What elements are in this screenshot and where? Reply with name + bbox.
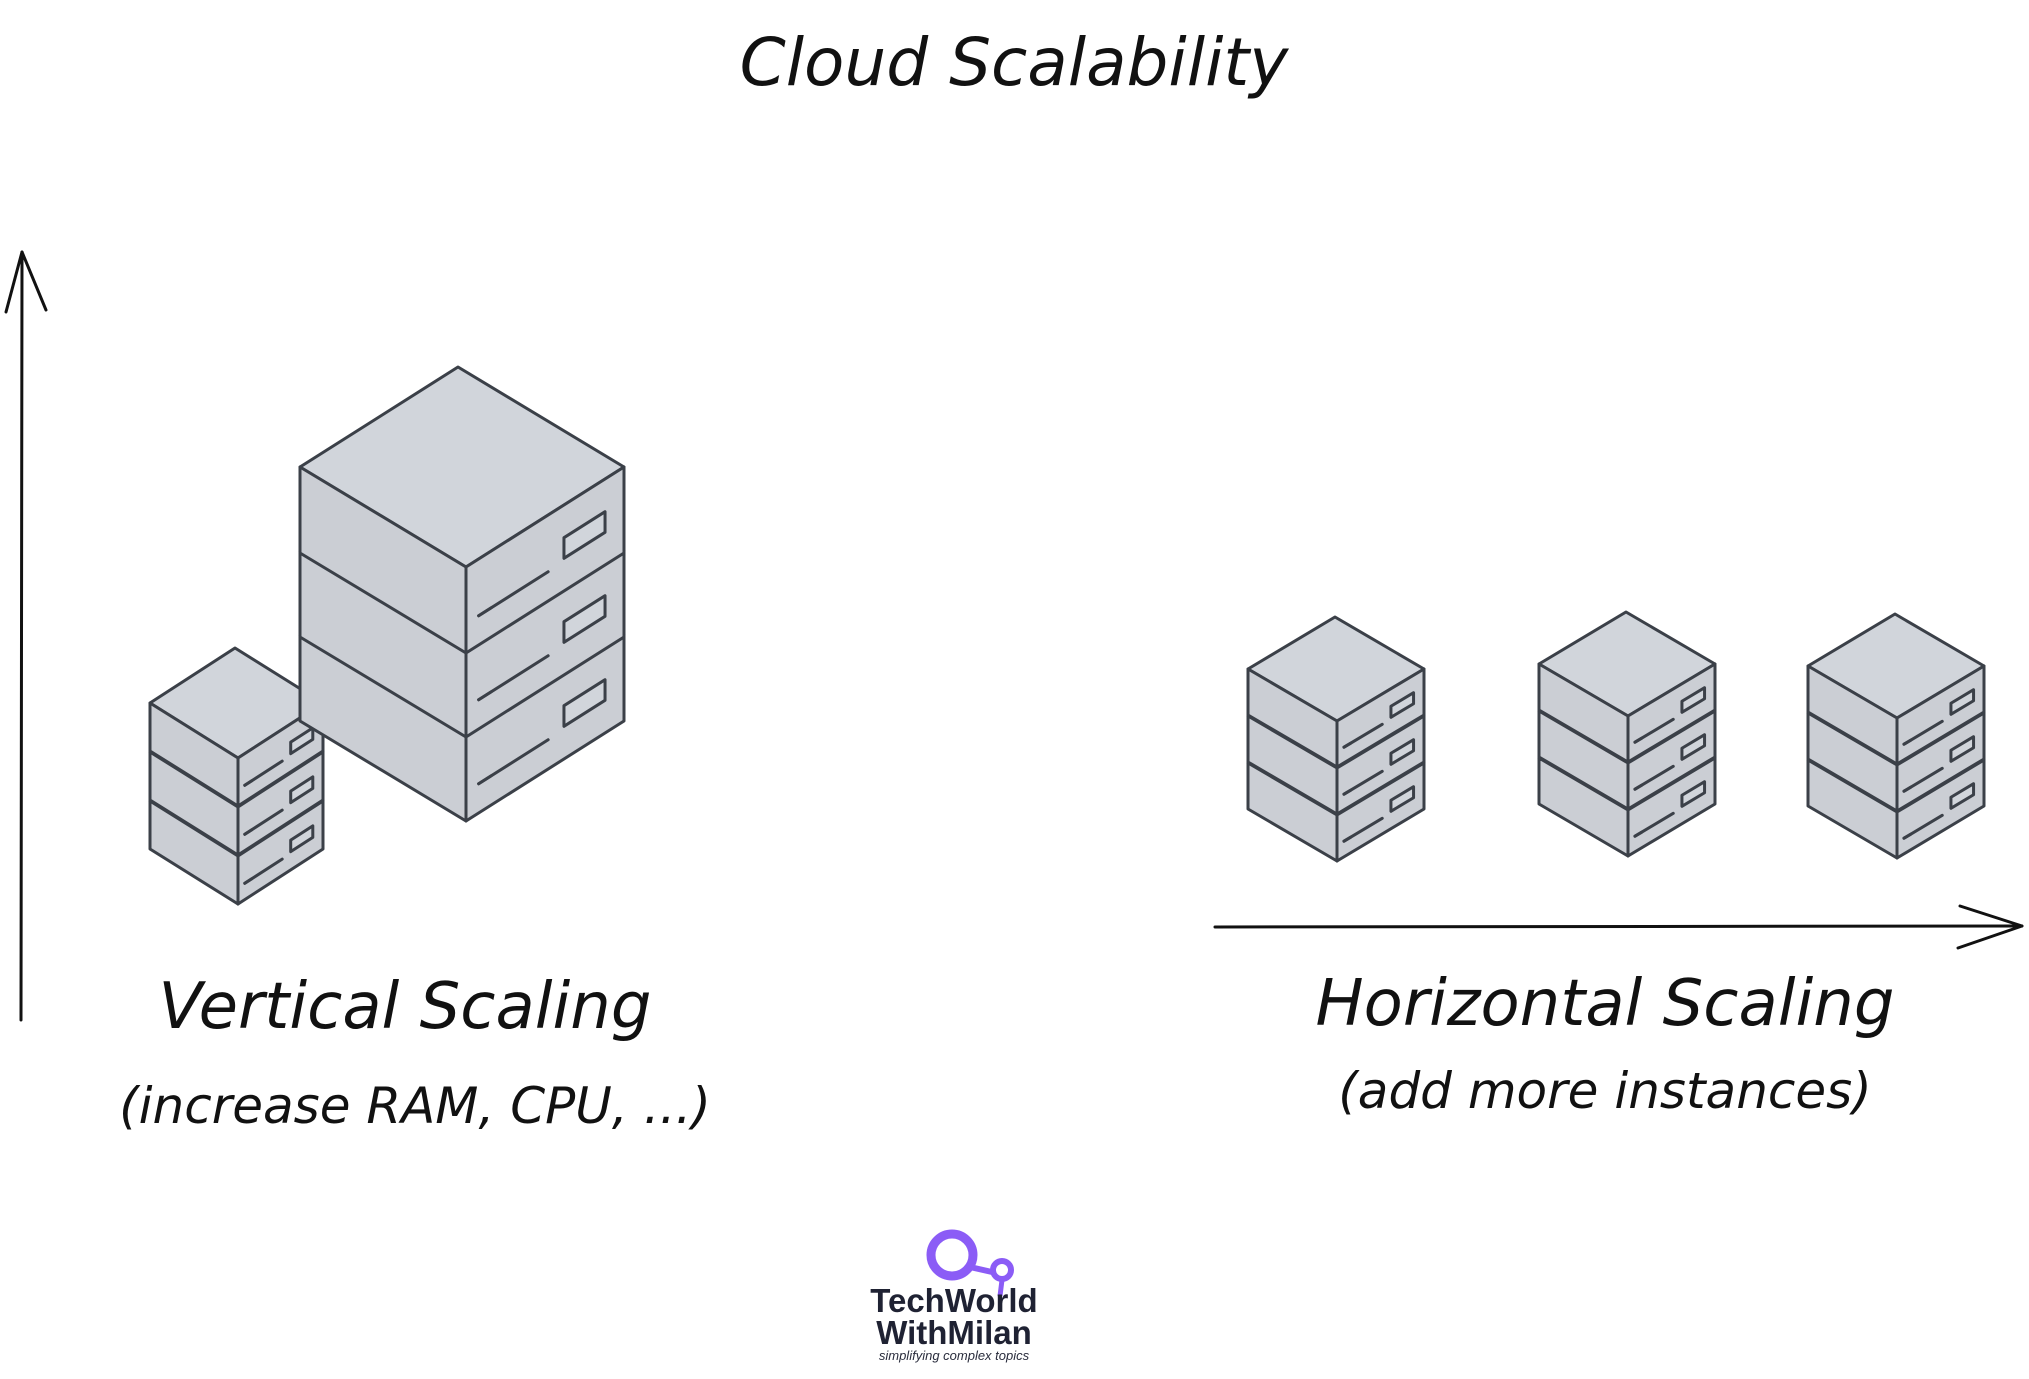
horizontal-scaling-sublabel: (add more instances)	[1338, 1062, 1871, 1120]
server-groups	[148, 365, 1986, 906]
server-rack-icon	[1537, 610, 1717, 858]
server-rack-icon	[1806, 612, 1986, 860]
logo-line1: TechWorld	[870, 1282, 1037, 1319]
logo-line2: WithMilan	[876, 1314, 1032, 1351]
logo-tagline: simplifying complex topics	[879, 1348, 1030, 1363]
horizontal-scaling-label: Horizontal Scaling	[1316, 967, 1895, 1041]
server-rack-icon	[298, 365, 626, 823]
diagram-title: Cloud Scalability	[740, 24, 1290, 101]
logo: TechWorld WithMilan simplifying complex …	[870, 1229, 1038, 1363]
server-rack-icon	[1246, 615, 1426, 863]
vertical-arrow-icon	[4, 250, 48, 1022]
vertical-scaling-label: Vertical Scaling	[159, 970, 652, 1044]
vertical-scaling-sublabel: (increase RAM, CPU, ...)	[119, 1077, 711, 1135]
logo-icon	[926, 1229, 1014, 1297]
horizontal-arrow-icon	[1213, 904, 2024, 950]
server-rack-icon	[148, 646, 325, 906]
